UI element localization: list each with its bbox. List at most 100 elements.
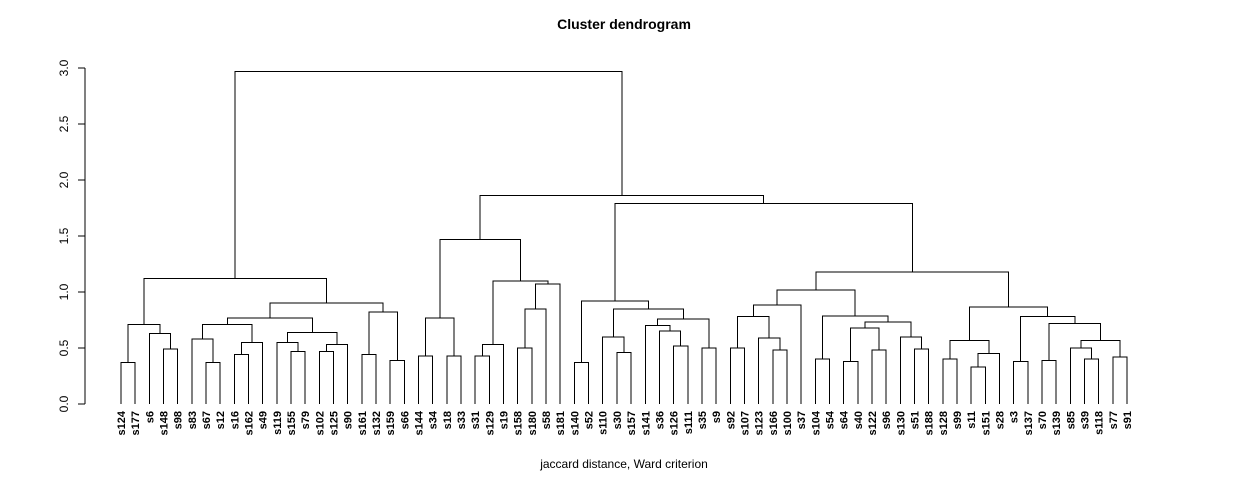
dendrogram-branch bbox=[970, 366, 986, 404]
dendrogram-branch bbox=[758, 337, 781, 404]
leaf-label-s111: s111 bbox=[683, 411, 695, 434]
leaf-label-s6: s6 bbox=[144, 411, 156, 423]
dendrogram-branch bbox=[1048, 322, 1101, 361]
leaf-label-s102: s102 bbox=[314, 411, 326, 435]
leaf-label-s34: s34 bbox=[428, 410, 440, 429]
y-axis-tick-label: 0.5 bbox=[57, 339, 71, 356]
y-axis-tick-label: 2.0 bbox=[57, 171, 71, 188]
dendrogram-branch bbox=[524, 308, 547, 404]
leaf-label-s181: s181 bbox=[555, 411, 567, 435]
dendrogram-branch bbox=[425, 317, 455, 356]
dendrogram-branch bbox=[481, 344, 505, 404]
leaf-label-s91: s91 bbox=[1122, 411, 1134, 429]
leaf-label-s132: s132 bbox=[371, 411, 383, 435]
leaf-label-s16: s16 bbox=[229, 411, 241, 429]
dendrogram-branch bbox=[517, 347, 533, 404]
dendrogram-branch bbox=[864, 321, 912, 337]
leaf-label-s40: s40 bbox=[853, 411, 865, 429]
leaf-label-s39: s39 bbox=[1079, 411, 1091, 429]
dendrogram-branch bbox=[614, 203, 913, 301]
leaf-label-s19: s19 bbox=[499, 411, 511, 429]
leaf-label-s110: s110 bbox=[598, 411, 610, 435]
leaf-label-s141: s141 bbox=[640, 411, 652, 435]
dendrogram-branch bbox=[368, 311, 398, 361]
y-axis-tick-label: 0.0 bbox=[57, 395, 71, 412]
y-axis-tick-label: 2.5 bbox=[57, 115, 71, 132]
dendrogram-branch bbox=[616, 351, 632, 404]
y-axis-tick-label: 1.5 bbox=[57, 227, 71, 244]
leaf-label-s85: s85 bbox=[1065, 411, 1077, 429]
leaf-label-s99: s99 bbox=[952, 411, 964, 429]
chart-title: Cluster dendrogram bbox=[557, 16, 691, 32]
y-axis: 0.00.51.01.52.02.53.0 bbox=[57, 59, 86, 412]
dendrogram-branch bbox=[1112, 356, 1128, 404]
dendrogram-branch bbox=[446, 355, 462, 404]
dendrogram-branch bbox=[1041, 359, 1057, 404]
leaf-label-s33: s33 bbox=[456, 411, 468, 429]
dendrogram-branch bbox=[772, 349, 788, 404]
leaf-label-s28: s28 bbox=[994, 411, 1006, 429]
dendrogram-branch bbox=[226, 317, 313, 333]
leaf-label-s31: s31 bbox=[470, 411, 482, 429]
dendrogram-branch bbox=[1013, 360, 1029, 404]
leaf-label-s104: s104 bbox=[810, 410, 822, 435]
leaf-label-s124: s124 bbox=[116, 410, 128, 435]
leaf-label-s162: s162 bbox=[244, 411, 256, 435]
leaf-label-s3: s3 bbox=[1009, 411, 1021, 423]
leaf-label-s148: s148 bbox=[159, 411, 171, 435]
dendrogram-branch bbox=[418, 355, 434, 404]
leaf-label-s100: s100 bbox=[782, 411, 794, 435]
leaf-label-s166: s166 bbox=[768, 411, 780, 435]
leaf-label-s52: s52 bbox=[584, 411, 596, 429]
dendrogram-branch bbox=[492, 280, 549, 345]
leaf-label-s49: s49 bbox=[258, 411, 270, 429]
leaf-label-s64: s64 bbox=[839, 410, 851, 429]
leaf-label-s126: s126 bbox=[669, 411, 681, 435]
dendrogram-branch bbox=[899, 336, 923, 404]
leaf-label-s122: s122 bbox=[867, 411, 879, 435]
leaf-label-s129: s129 bbox=[484, 411, 496, 435]
dendrogram-branch bbox=[127, 323, 161, 363]
leaf-label-s92: s92 bbox=[725, 411, 737, 429]
dendrogram-branch bbox=[843, 360, 859, 404]
dendrogram-branch bbox=[850, 327, 880, 362]
dendrogram-branch bbox=[201, 323, 253, 343]
dendrogram-branch bbox=[479, 195, 765, 240]
dendrogram-branch bbox=[269, 302, 384, 318]
dendrogram-branch bbox=[580, 300, 649, 363]
leaf-label-s54: s54 bbox=[824, 410, 836, 429]
leaf-label-s98: s98 bbox=[173, 411, 185, 429]
x-axis-caption: jaccard distance, Ward criterion bbox=[539, 457, 708, 471]
leaf-label-s18: s18 bbox=[442, 411, 454, 429]
leaf-label-s177: s177 bbox=[130, 411, 142, 435]
leaf-label-s125: s125 bbox=[329, 411, 341, 435]
dendrogram-branch bbox=[163, 348, 179, 404]
dendrogram-branch bbox=[361, 354, 377, 404]
dendrogram-branch bbox=[612, 308, 684, 337]
leaf-label-s155: s155 bbox=[286, 411, 298, 435]
dendrogram-branch bbox=[389, 359, 405, 404]
dendrogram-branch bbox=[191, 338, 214, 404]
leaf-label-s79: s79 bbox=[300, 411, 312, 429]
leaf-label-s77: s77 bbox=[1108, 411, 1120, 429]
dendrogram-branch bbox=[658, 330, 682, 404]
dendrogram-branch bbox=[534, 283, 561, 404]
dendrogram-branch bbox=[977, 353, 1000, 404]
leaf-label-s107: s107 bbox=[739, 411, 751, 435]
dendrogram-branch bbox=[240, 341, 264, 404]
dendrogram-branch bbox=[752, 304, 802, 404]
dendrogram-branch bbox=[942, 358, 958, 404]
dendrogram-branch bbox=[673, 345, 689, 404]
leaf-label-s128: s128 bbox=[938, 411, 950, 435]
dendrogram-branch bbox=[814, 358, 830, 404]
leaf-label-s144: s144 bbox=[414, 410, 426, 435]
leaf-label-s140: s140 bbox=[569, 411, 581, 435]
dendrogram-branch bbox=[439, 238, 521, 318]
leaf-label-s66: s66 bbox=[399, 411, 411, 429]
leaf-label-s123: s123 bbox=[754, 411, 766, 435]
dendrogram-branch bbox=[290, 350, 306, 404]
leaf-label-s157: s157 bbox=[626, 411, 638, 435]
